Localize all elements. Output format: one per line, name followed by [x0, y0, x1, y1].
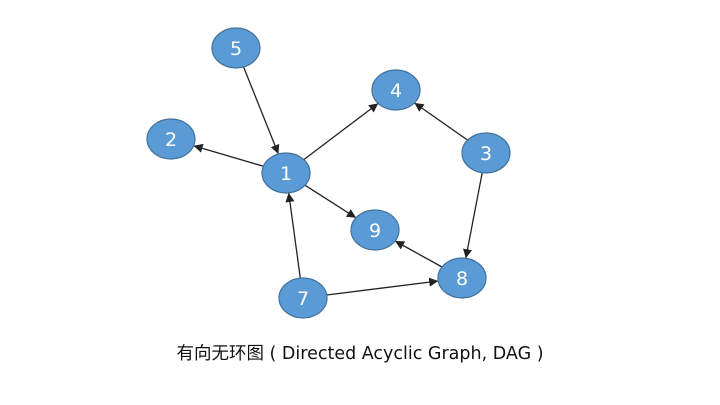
node-8: 8 — [437, 257, 487, 299]
node-3-ellipse — [461, 132, 511, 174]
node-4-label: 4 — [390, 80, 402, 102]
edge-1-to-2 — [193, 143, 264, 167]
node-3-label: 3 — [480, 143, 492, 165]
edge-8-to-9 — [394, 240, 443, 268]
node-4: 4 — [371, 69, 421, 111]
edge-7-to-1 — [285, 192, 301, 279]
node-8-ellipse — [437, 257, 487, 299]
node-9-ellipse — [350, 209, 400, 251]
node-7: 7 — [278, 277, 328, 319]
node-9-label: 9 — [369, 220, 381, 242]
node-7-label: 7 — [297, 288, 309, 310]
node-9: 9 — [350, 209, 400, 251]
nodes-layer: 1 2 3 4 5 7 8 9 — [146, 27, 511, 319]
node-2: 2 — [146, 118, 196, 160]
node-3: 3 — [461, 132, 511, 174]
node-5-ellipse — [211, 27, 261, 69]
node-4-ellipse — [371, 69, 421, 111]
edge-5-to-1 — [242, 66, 280, 155]
edge-3-to-4 — [414, 102, 468, 141]
node-2-ellipse — [146, 118, 196, 160]
node-1-ellipse — [261, 152, 311, 194]
node-5: 5 — [211, 27, 261, 69]
edges-layer — [193, 66, 483, 296]
edge-1-to-4 — [303, 102, 379, 161]
node-2-label: 2 — [165, 129, 177, 151]
node-8-label: 8 — [456, 268, 468, 290]
node-5-label: 5 — [230, 38, 242, 60]
edge-1-to-9 — [304, 184, 357, 219]
node-1-label: 1 — [280, 163, 292, 185]
edge-7-to-8 — [326, 277, 439, 296]
node-7-ellipse — [278, 277, 328, 319]
node-1: 1 — [261, 152, 311, 194]
diagram-caption: 有向无环图 ( Directed Acyclic Graph, DAG ) — [176, 344, 544, 364]
edge-3-to-8 — [463, 172, 483, 259]
